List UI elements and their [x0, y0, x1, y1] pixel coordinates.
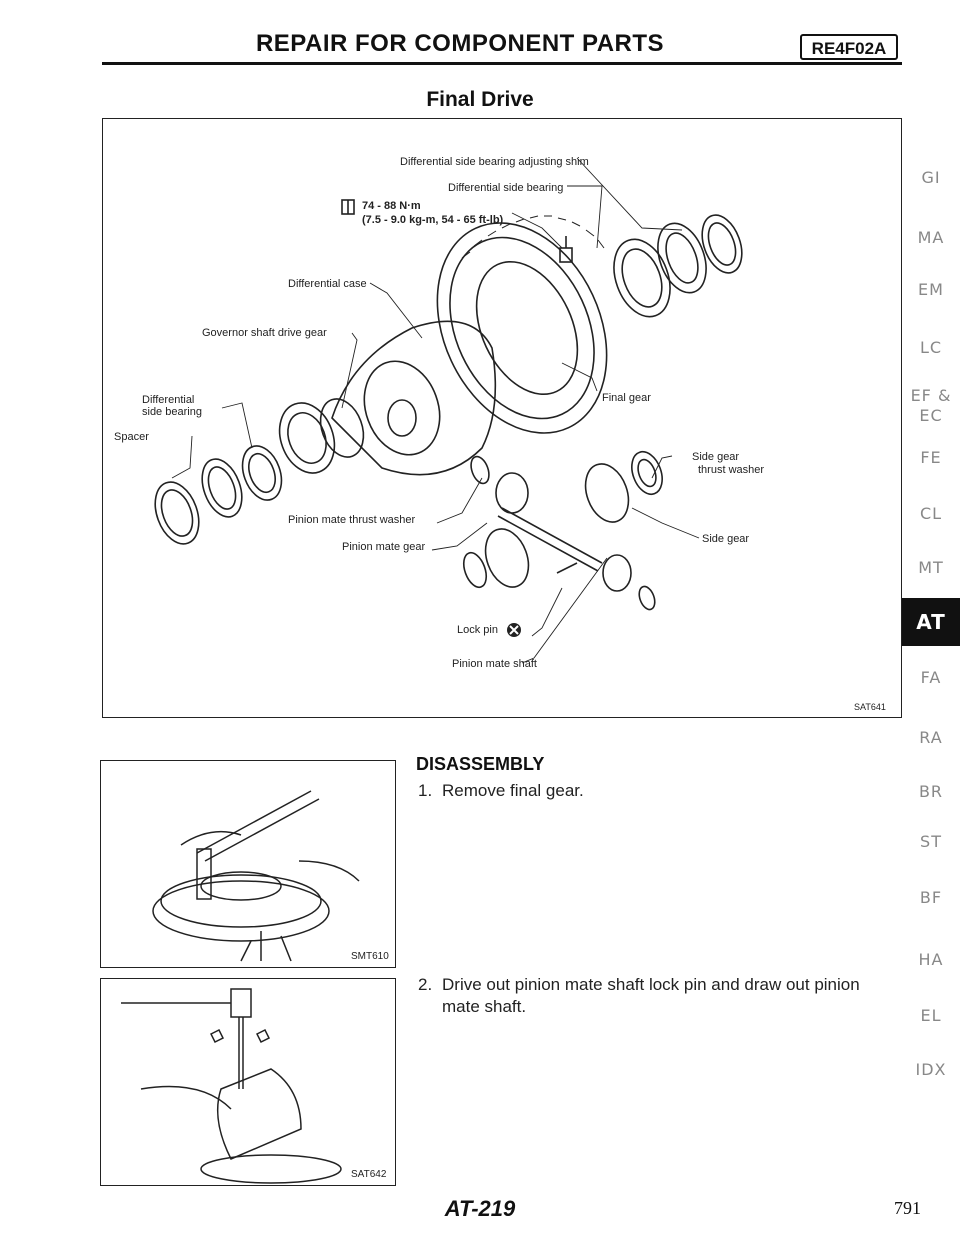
label-pinion-mate-shaft: Pinion mate shaft: [452, 658, 537, 670]
page-header-title: REPAIR FOR COMPONENT PARTS: [255, 30, 665, 57]
tab-br[interactable]: BR: [918, 782, 944, 801]
header-rule: [102, 62, 902, 65]
label-torque-imperial: (7.5 - 9.0 kg-m, 54 - 65 ft-lb): [362, 214, 504, 226]
tab-mt[interactable]: MT: [918, 558, 944, 577]
label-pinion-mate-gear: Pinion mate gear: [342, 541, 426, 553]
label-differential-case: Differential case: [288, 278, 367, 290]
frame-bottom: [102, 717, 902, 718]
tab-cl[interactable]: CL: [919, 504, 943, 523]
torque-wrench-icon: [341, 199, 355, 215]
step-1: 1. Remove final gear.: [418, 780, 898, 804]
label-side-gear-thrust-2: thrust washer: [698, 464, 765, 476]
figure-1-code: SMT610: [351, 951, 389, 962]
figure-2-code: SAT642: [351, 1169, 387, 1180]
replace-part-icon: [507, 623, 521, 637]
disassembly-heading: DISASSEMBLY: [416, 754, 545, 774]
label-final-gear: Final gear: [602, 392, 651, 404]
label-side-bearing-left-2: side bearing: [142, 406, 202, 418]
label-spacer: Spacer: [114, 431, 149, 443]
tab-lc[interactable]: LC: [919, 338, 943, 357]
label-pinion-thrust-washer: Pinion mate thrust washer: [288, 514, 416, 526]
tab-ra[interactable]: RA: [919, 728, 943, 747]
tab-fa[interactable]: FA: [920, 668, 942, 687]
figure-2-drawing: [121, 988, 342, 1184]
figure-drive-out-pin: SAT642: [100, 978, 396, 1186]
label-adjusting-shim: Differential side bearing adjusting shim: [400, 156, 589, 168]
figure-remove-final-gear: SMT610: [100, 760, 396, 968]
exploded-diagram: Differential side bearing adjusting shim…: [102, 118, 902, 718]
frame-right: [901, 118, 902, 718]
label-side-gear-thrust-1: Side gear: [692, 451, 740, 463]
tab-ec[interactable]: EC: [919, 406, 943, 425]
label-torque-nm: 74 - 88 N·m: [362, 200, 421, 212]
tab-gi[interactable]: GI: [921, 168, 941, 187]
step-1-number: 1.: [418, 781, 433, 800]
tab-at[interactable]: AT: [902, 598, 960, 646]
tab-idx[interactable]: IDX: [915, 1060, 947, 1079]
step-2-text: Drive out pinion mate shaft lock pin and…: [442, 975, 860, 1016]
tab-fe[interactable]: FE: [920, 448, 942, 467]
figure-1-drawing: [152, 790, 360, 962]
exploded-drawing: [154, 157, 743, 664]
model-badge: RE4F02A: [800, 34, 898, 60]
section-title: Final Drive: [426, 88, 534, 111]
tab-bf[interactable]: BF: [919, 888, 943, 907]
label-governor-gear: Governor shaft drive gear: [202, 327, 327, 339]
frame-left: [102, 118, 103, 718]
page-code: AT-219: [444, 1196, 516, 1221]
tab-el[interactable]: EL: [920, 1006, 942, 1025]
tab-ma[interactable]: MA: [917, 228, 945, 247]
tab-ha[interactable]: HA: [918, 950, 944, 969]
page-number: 791: [894, 1198, 921, 1218]
label-side-gear: Side gear: [702, 533, 750, 545]
tab-em[interactable]: EM: [918, 280, 944, 299]
label-side-bearing-left-1: Differential: [142, 394, 195, 406]
diagram-code: SAT641: [854, 702, 886, 712]
step-2-number: 2.: [418, 975, 433, 994]
tab-ef[interactable]: EF &: [910, 386, 952, 405]
step-2: 2. Drive out pinion mate shaft lock pin …: [418, 974, 898, 1022]
label-side-bearing-top: Differential side bearing: [448, 182, 564, 194]
step-1-text: Remove final gear.: [442, 781, 584, 800]
tab-st[interactable]: ST: [920, 832, 942, 851]
frame-top: [102, 118, 902, 119]
label-lock-pin: Lock pin: [457, 624, 498, 636]
